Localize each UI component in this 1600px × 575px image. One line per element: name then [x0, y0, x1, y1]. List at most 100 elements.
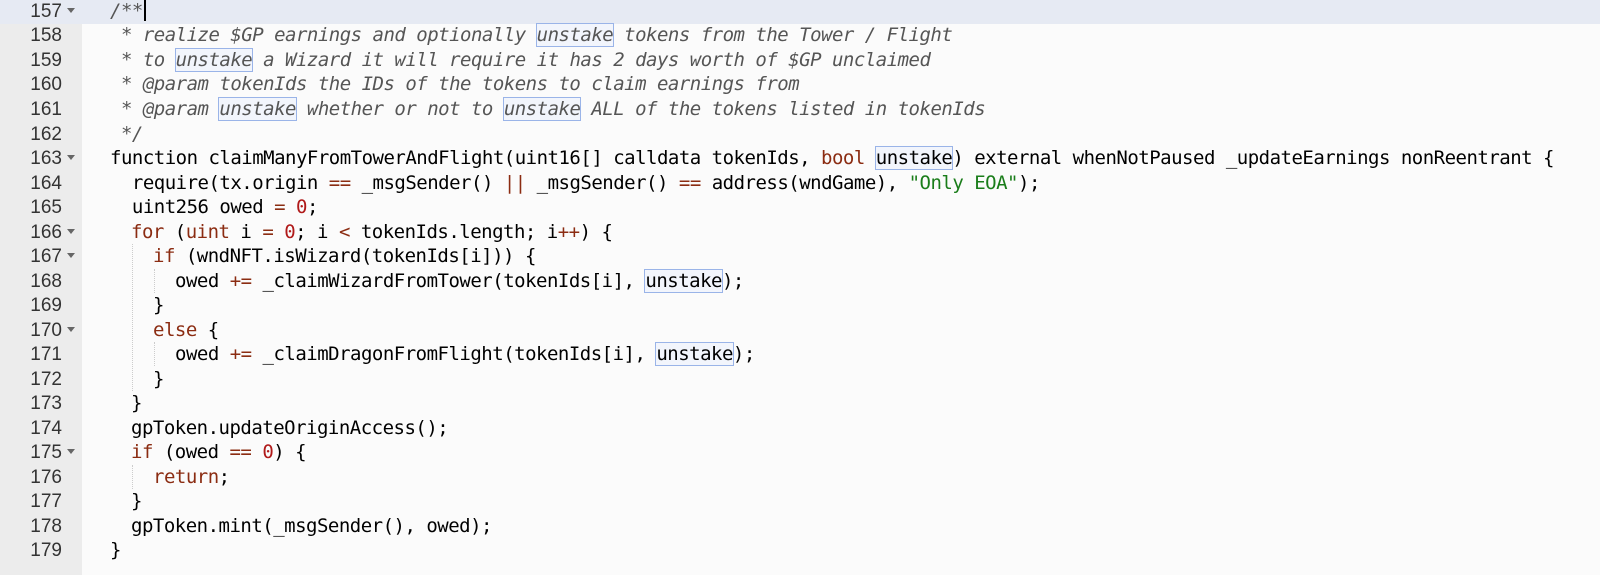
word-highlight: unstake — [218, 97, 297, 121]
code-text: ; — [218, 466, 230, 488]
code-line-164[interactable]: 164 require(tx.origin == _msgSender() ||… — [0, 171, 1600, 196]
code-line-178[interactable]: 178 gpToken.mint(_msgSender(), owed); — [0, 514, 1600, 539]
code-text: ; — [306, 196, 318, 218]
fold-toggle-icon[interactable] — [67, 327, 75, 332]
code-text: ) { — [273, 441, 307, 463]
code-line-169[interactable]: 169 } — [0, 293, 1600, 318]
code-text: _msgSender() — [350, 172, 504, 194]
code-line-171[interactable]: 171 owed += _claimDragonFromFlight(token… — [0, 342, 1600, 367]
keyword: if — [153, 245, 175, 267]
code-line-173[interactable]: 173 } — [0, 391, 1600, 416]
line-number: 173 — [30, 393, 62, 414]
code-line-163[interactable]: 163 function claimManyFromTowerAndFlight… — [0, 146, 1600, 171]
line-number: 164 — [30, 173, 62, 194]
code-text: gpToken.mint(_msgSender(), owed); — [131, 515, 493, 537]
code-text: */ — [110, 123, 143, 145]
code-line-158[interactable]: 158 * realize $GP earnings and optionall… — [0, 23, 1600, 48]
operator: == — [229, 441, 252, 463]
fold-toggle-icon[interactable] — [67, 8, 75, 13]
code-text: tokenIds.length; i — [349, 221, 558, 243]
code-text: _claimWizardFromTower(tokenIds[i], — [251, 270, 646, 292]
line-number: 178 — [30, 516, 62, 537]
number-literal: 0 — [284, 221, 296, 243]
code-text: _claimDragonFromFlight(tokenIds[i], — [251, 343, 657, 365]
line-number: 167 — [30, 246, 62, 267]
code-line-179[interactable]: 179 } — [0, 538, 1600, 563]
code-line-161[interactable]: 161 * @param unstake whether or not to u… — [0, 97, 1600, 122]
line-number: 174 — [30, 418, 62, 439]
code-text: * to — [110, 49, 176, 71]
keyword: for — [131, 221, 164, 243]
operator: == — [328, 172, 351, 194]
code-text: address(wndGame), — [700, 172, 909, 194]
text-cursor — [143, 0, 146, 21]
number-literal: 0 — [296, 196, 307, 218]
keyword: uint — [185, 221, 230, 243]
code-text: ); — [721, 270, 744, 292]
code-text: tokens from the Tower / Flight — [613, 24, 953, 46]
line-number: 179 — [30, 540, 62, 561]
code-text — [865, 147, 876, 169]
code-line-162[interactable]: 162 */ — [0, 122, 1600, 147]
code-line-160[interactable]: 160 * @param tokenIds the IDs of the tok… — [0, 72, 1600, 97]
indent-guide — [154, 342, 155, 366]
line-number: 175 — [30, 442, 62, 463]
code-line-174[interactable]: 174 gpToken.updateOriginAccess(); — [0, 416, 1600, 441]
line-number: 177 — [30, 491, 62, 512]
line-number: 157 — [30, 1, 62, 22]
operator: += — [229, 270, 252, 292]
word-highlight: unstake — [655, 342, 734, 366]
code-text: } — [131, 490, 142, 512]
code-line-168[interactable]: 168 owed += _claimWizardFromTower(tokenI… — [0, 269, 1600, 294]
code-text: ; i — [295, 221, 339, 243]
operator: ++ — [557, 221, 580, 243]
code-line-177[interactable]: 177 } — [0, 489, 1600, 514]
code-text: ALL of the tokens listed in tokenIds — [580, 98, 986, 120]
word-highlight: unstake — [502, 97, 582, 121]
code-text: { — [196, 319, 219, 341]
line-number: 160 — [30, 74, 62, 95]
line-number: 162 — [30, 124, 62, 145]
code-text: } — [153, 294, 164, 316]
code-text — [251, 441, 262, 463]
keyword: if — [131, 441, 153, 463]
line-number: 166 — [30, 222, 62, 243]
code-line-157[interactable]: 157 /** — [0, 0, 1600, 24]
indent-guide — [154, 269, 155, 293]
fold-toggle-icon[interactable] — [67, 229, 75, 234]
code-line-172[interactable]: 172 } — [0, 367, 1600, 392]
line-number: 171 — [30, 344, 62, 365]
fold-toggle-icon[interactable] — [67, 155, 75, 160]
code-text — [273, 221, 284, 243]
code-line-175[interactable]: 175 if (owed == 0) { — [0, 440, 1600, 465]
line-number: 172 — [30, 369, 62, 390]
line-number: 159 — [30, 50, 62, 71]
code-text: * @param tokenIds the IDs of the tokens … — [110, 73, 800, 95]
line-number: 168 — [30, 271, 62, 292]
string-literal: "Only EOA" — [908, 172, 1019, 194]
word-highlight: unstake — [644, 269, 723, 293]
indent-guide — [132, 465, 133, 489]
code-line-170[interactable]: 170 else { — [0, 318, 1600, 343]
code-text: a Wizard it will require it has 2 days w… — [252, 49, 931, 71]
code-line-159[interactable]: 159 * to unstake a Wizard it will requir… — [0, 48, 1600, 73]
code-line-165[interactable]: 165 uint256 owed = 0; — [0, 195, 1600, 220]
keyword: else — [153, 319, 197, 341]
code-text: _msgSender() — [525, 172, 679, 194]
code-line-167[interactable]: 167 if (wndNFT.isWizard(tokenIds[i])) { — [0, 244, 1600, 269]
code-text: * @param — [110, 98, 220, 120]
indent-guide — [132, 244, 133, 391]
line-number: 176 — [30, 467, 62, 488]
word-highlight: unstake — [535, 23, 615, 47]
line-number: 161 — [30, 99, 62, 120]
code-text: require(tx.origin — [110, 172, 329, 194]
number-literal: 0 — [262, 441, 274, 463]
fold-toggle-icon[interactable] — [67, 253, 75, 258]
fold-toggle-icon[interactable] — [67, 449, 75, 454]
word-highlight: unstake — [874, 146, 954, 170]
code-line-176[interactable]: 176 return; — [0, 465, 1600, 490]
operator: == — [678, 172, 701, 194]
keyword: bool — [821, 147, 865, 169]
code-line-166[interactable]: 166 for (uint i = 0; i < tokenIds.length… — [0, 220, 1600, 245]
